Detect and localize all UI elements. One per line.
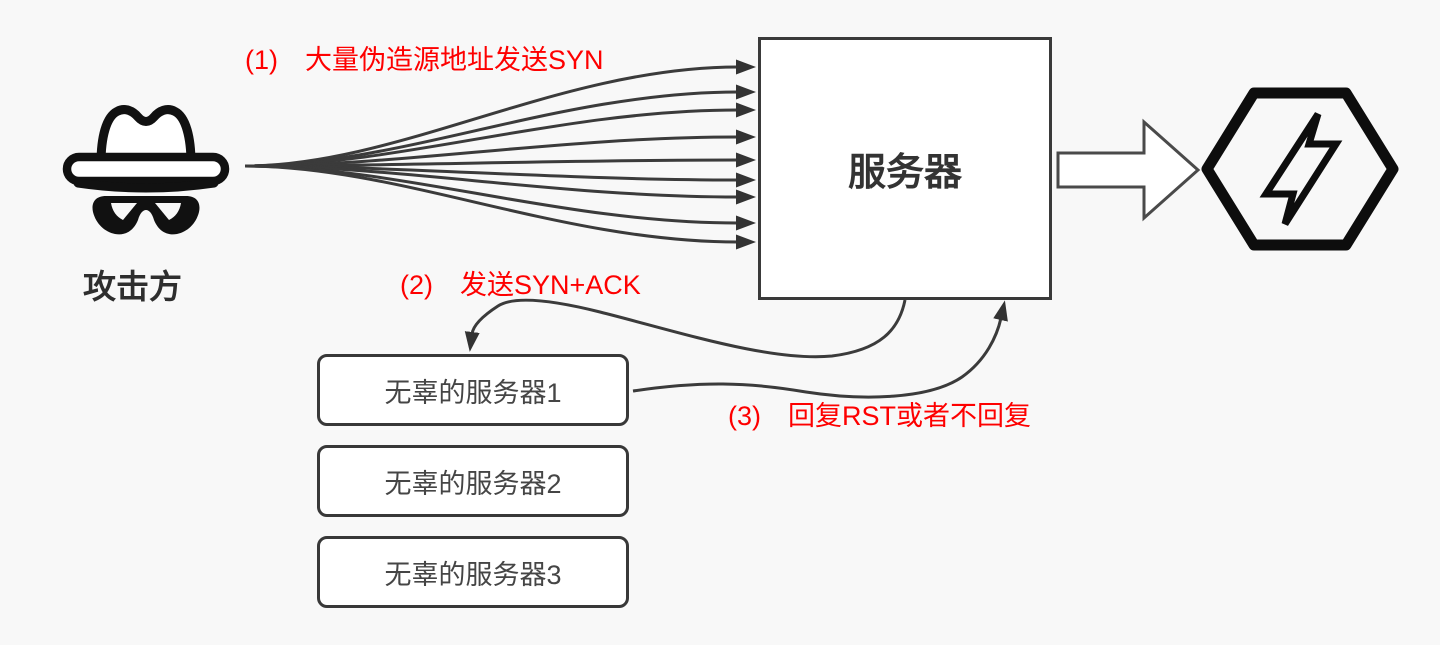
lightning-bolt [1259, 112, 1343, 226]
victim-server-3-label: 无辜的服务器3 [384, 559, 562, 590]
syn-arrow [244, 84, 756, 168]
hat-brim [62, 152, 230, 186]
server-label: 服务器 [847, 152, 962, 194]
spy-mask-left-eye [111, 203, 137, 220]
step-2-label: (2) 发送SYN+ACK [400, 270, 641, 300]
hat-crown [96, 105, 196, 168]
spy-mask [92, 196, 200, 235]
spy-incognito-icon [62, 105, 230, 235]
attacker-label: 攻击方 [83, 268, 182, 305]
step-1-label: (1) 大量伪造源地址发送SYN [245, 45, 604, 75]
victim-server-1-label: 无辜的服务器1 [384, 377, 562, 408]
hexagon-outline [1201, 87, 1399, 251]
syn-flood-arrows [244, 59, 756, 250]
spy-mask-right-eye [155, 203, 181, 220]
victim-server-2-label: 无辜的服务器2 [384, 468, 562, 499]
victim-server-3-box: 无辜的服务器3 [317, 536, 629, 608]
overload-block-arrow [1056, 118, 1201, 222]
rst-reply-arrow [632, 300, 1008, 399]
hat-brim-underside [73, 178, 219, 193]
server-box: 服务器 [758, 37, 1052, 300]
step-3-label: (3) 回复RST或者不回复 [728, 401, 1031, 431]
victim-server-2-box: 无辜的服务器2 [317, 445, 629, 517]
victim-server-1-box: 无辜的服务器1 [317, 354, 629, 426]
lightning-hexagon-icon [1201, 87, 1399, 251]
syn-arrow [244, 164, 756, 250]
syn-ack-arrow [464, 298, 907, 359]
